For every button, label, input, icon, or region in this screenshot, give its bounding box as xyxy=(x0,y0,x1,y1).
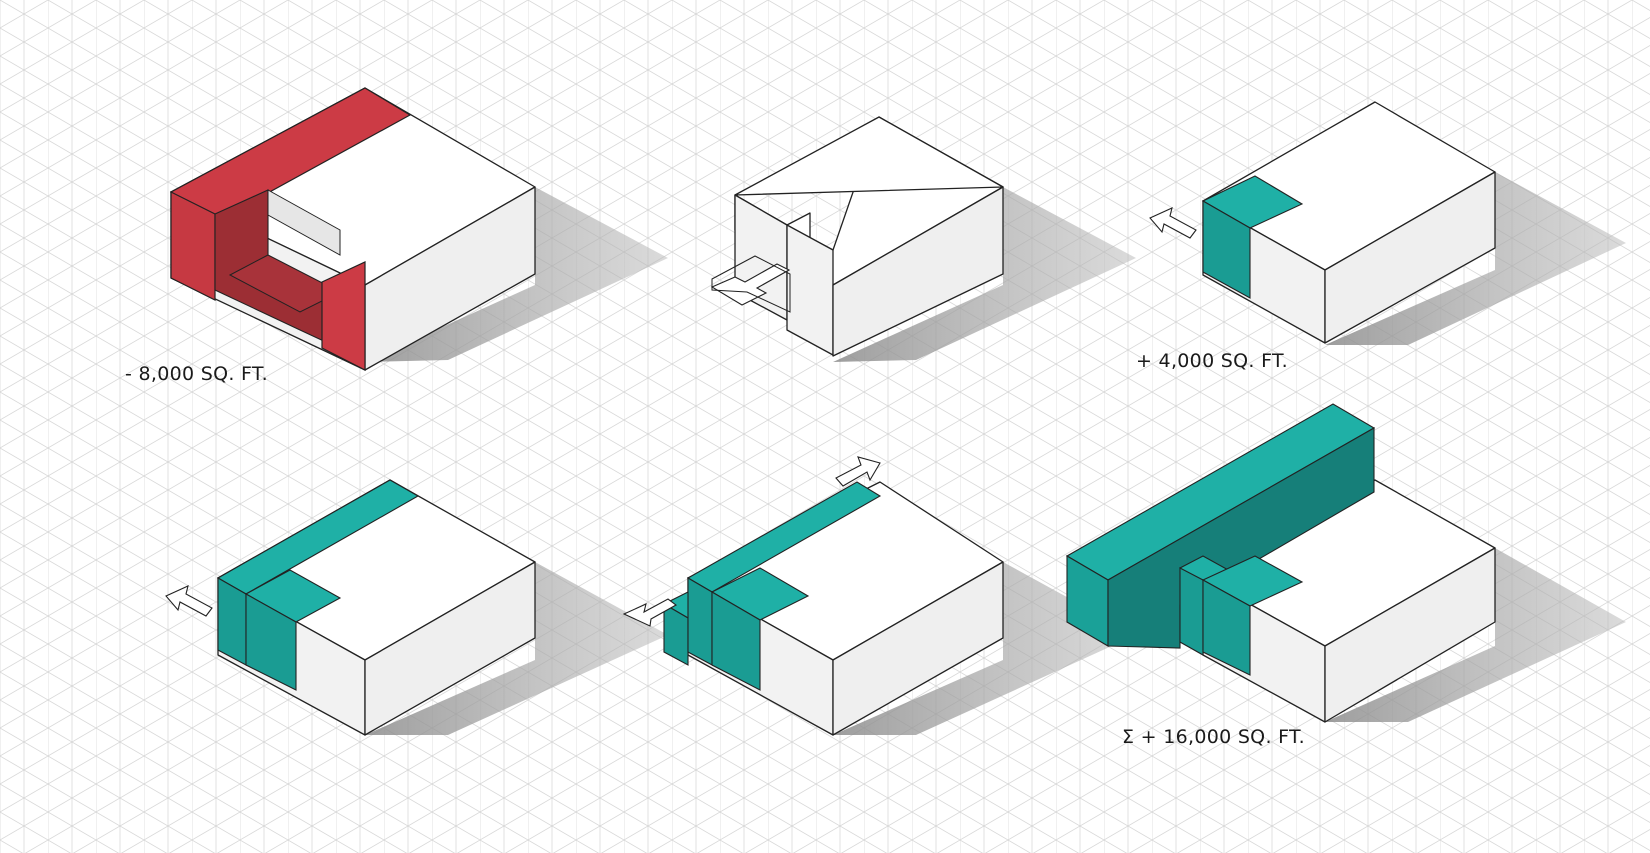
arrow-icon xyxy=(165,585,213,617)
shadow xyxy=(833,562,1136,735)
box-right xyxy=(832,186,1004,357)
shadow xyxy=(365,562,668,735)
model-3-addition xyxy=(1149,101,1626,345)
model-1-subtraction xyxy=(169,87,668,371)
area-label-subtraction: - 8,000 SQ. FT. xyxy=(125,363,268,385)
model-4 xyxy=(165,479,668,736)
added-front xyxy=(1202,200,1251,299)
arrow-icon xyxy=(622,598,678,627)
arrow-icon xyxy=(1149,207,1197,239)
model-5 xyxy=(622,456,1136,736)
area-label-total: Σ + 16,000 SQ. FT. xyxy=(1122,726,1306,748)
removed-front-leg xyxy=(321,261,366,371)
added-strip-front xyxy=(217,577,247,666)
box-right xyxy=(364,561,536,736)
added-block-front xyxy=(245,593,297,691)
shadow xyxy=(1325,172,1626,345)
shadow xyxy=(1325,548,1626,722)
model-6-total xyxy=(1065,403,1626,723)
added-low-front xyxy=(663,603,689,666)
arrow-icon xyxy=(835,456,881,487)
box-right xyxy=(1324,547,1496,723)
box-right xyxy=(1324,171,1496,344)
model-2-notch xyxy=(710,116,1136,362)
added-block-front xyxy=(1202,579,1251,676)
added-strip-front xyxy=(687,577,713,666)
removed-inner-wall xyxy=(267,189,341,256)
added-block-front xyxy=(711,591,761,691)
arrow-icon xyxy=(710,263,791,306)
notch-plane xyxy=(711,255,791,313)
removed-left-face xyxy=(170,191,216,301)
added-strip-front xyxy=(1179,567,1204,656)
area-label-addition: + 4,000 SQ. FT. xyxy=(1136,350,1288,372)
shadow xyxy=(365,187,668,362)
box-right xyxy=(832,561,1004,736)
box-top-back xyxy=(734,116,1004,196)
shadow xyxy=(833,187,1136,362)
